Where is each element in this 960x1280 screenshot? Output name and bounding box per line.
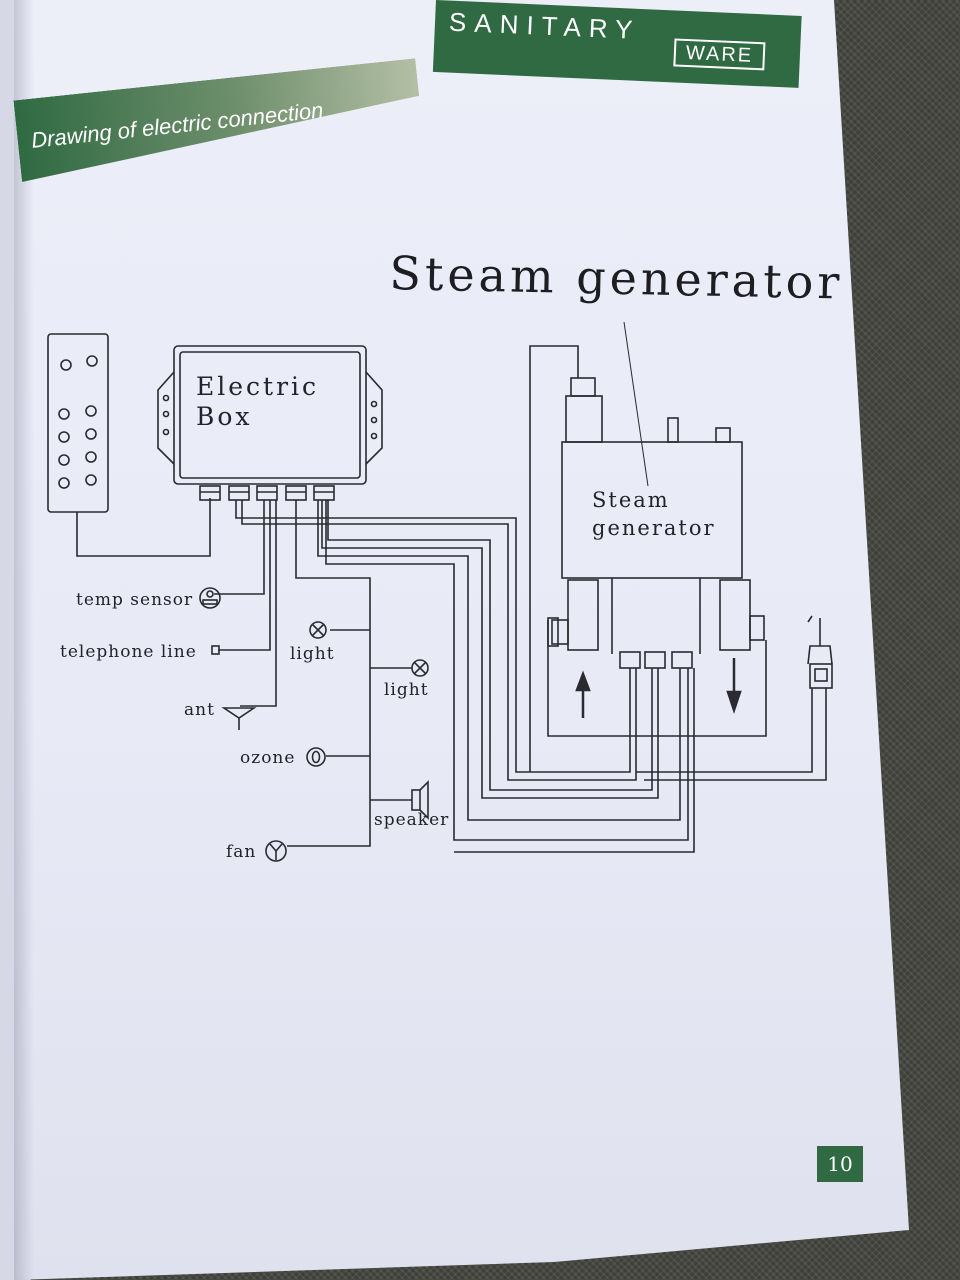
temp-sensor-icon (199, 587, 221, 609)
light-label-2: light (384, 680, 429, 700)
light-label-1: light (290, 644, 335, 664)
steam-generator-label-2: generator (592, 516, 716, 540)
ozone-icon (306, 747, 326, 767)
control-panel-buttons (58, 355, 98, 489)
speaker-label: speaker (374, 810, 450, 830)
light-icon-2 (411, 659, 429, 677)
antenna-icon (221, 707, 257, 730)
telephone-line-label: telephone line (60, 642, 197, 662)
electric-box-label-1: Electric (196, 372, 320, 401)
telephone-socket-icon (211, 645, 220, 655)
ozone-label: ozone (240, 748, 296, 768)
fan-icon (265, 840, 287, 862)
speaker-icon (411, 780, 429, 820)
cable-glands (199, 485, 335, 501)
electric-box (173, 345, 367, 485)
steam-generator-label-1: Steam (592, 488, 670, 512)
temp-sensor-label: temp sensor (76, 590, 194, 610)
steam-generator-body (561, 441, 743, 579)
page-number: 10 (817, 1146, 863, 1182)
control-panel (47, 333, 109, 513)
page-binding-shadow (14, 0, 34, 1280)
light-icon-1 (309, 621, 327, 639)
ant-label: ant (184, 700, 215, 720)
fan-label: fan (226, 842, 257, 862)
electric-box-label-2: Box (196, 402, 253, 431)
